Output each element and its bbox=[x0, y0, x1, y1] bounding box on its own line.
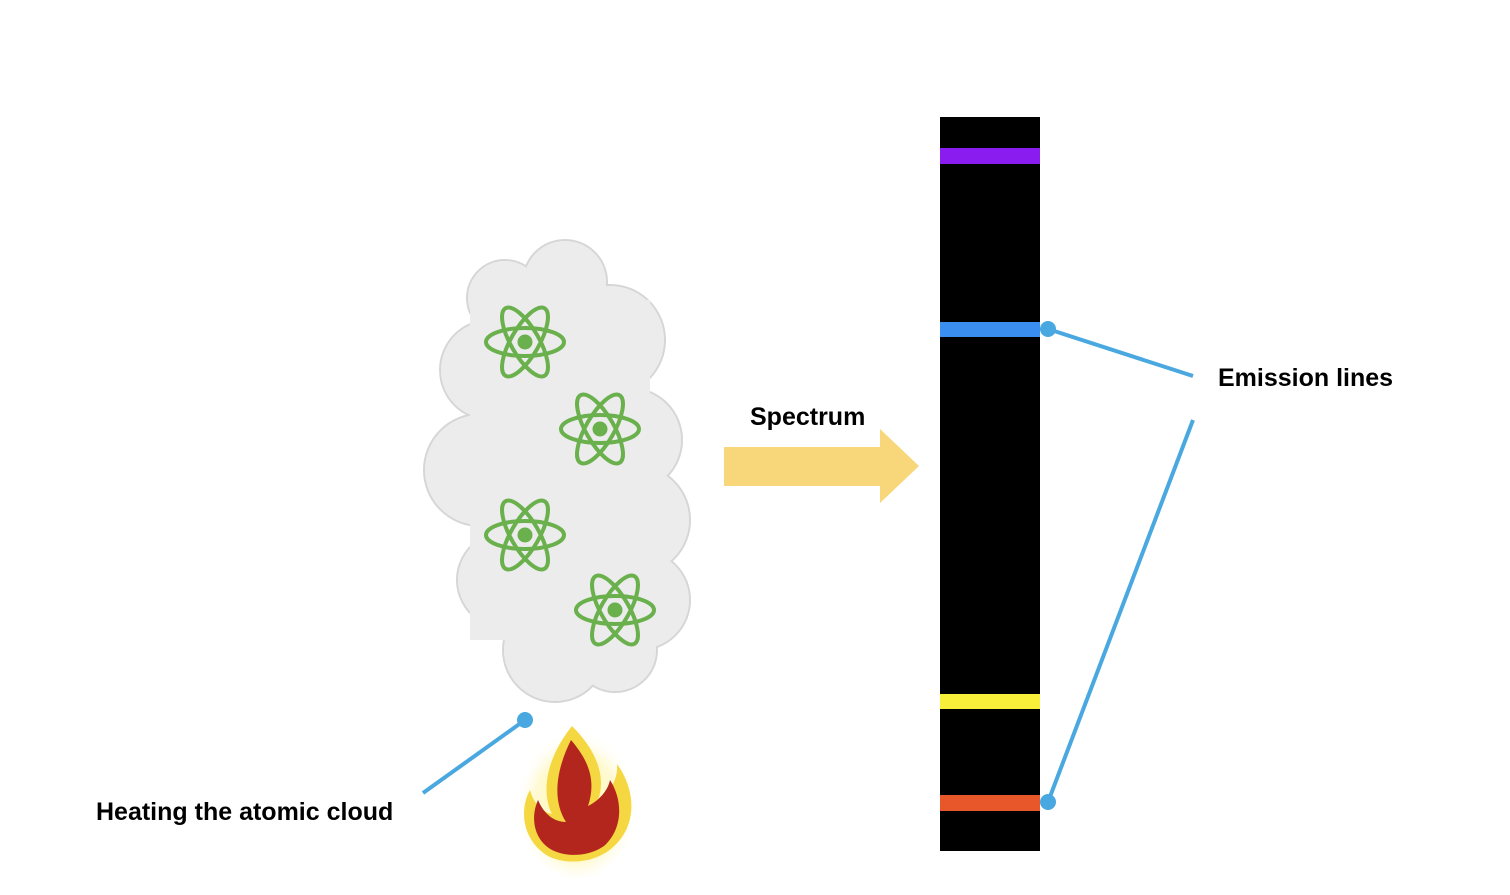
callout-dot bbox=[517, 712, 533, 728]
callout-line bbox=[421, 718, 527, 795]
callout-dot bbox=[1040, 794, 1056, 810]
fire-icon bbox=[515, 722, 639, 878]
blue-emission-line bbox=[940, 322, 1040, 337]
orange-emission-line bbox=[940, 795, 1040, 811]
emission-lines-label: Emission lines bbox=[1218, 364, 1394, 392]
heating-label: Heating the atomic cloud bbox=[96, 798, 394, 826]
yellow-emission-line bbox=[940, 694, 1040, 709]
atomic-cloud bbox=[423, 239, 691, 703]
callout-line bbox=[1047, 327, 1194, 378]
callout-dot bbox=[1040, 321, 1056, 337]
callout-line bbox=[1046, 419, 1195, 803]
spectrum-strip bbox=[940, 117, 1040, 851]
spectrum-label: Spectrum bbox=[750, 403, 866, 431]
right-arrow bbox=[724, 429, 919, 503]
violet-emission-line bbox=[940, 148, 1040, 164]
